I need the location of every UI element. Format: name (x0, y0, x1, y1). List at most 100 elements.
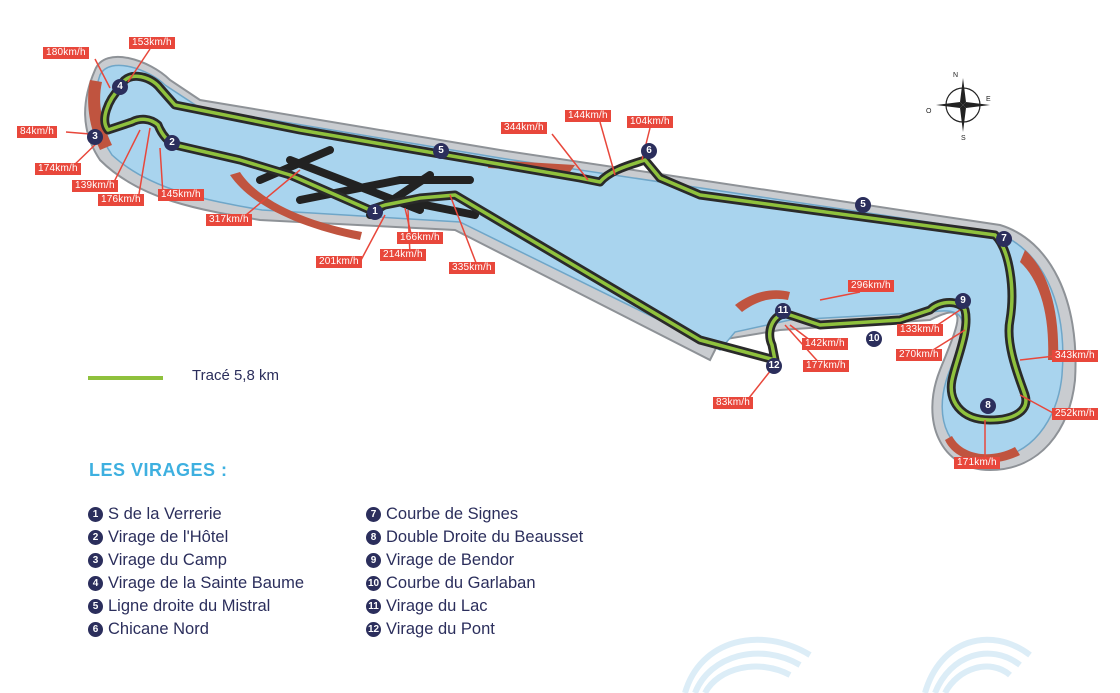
speed-label: 84km/h (17, 126, 57, 138)
runoff-red-zone (945, 436, 1020, 463)
turn-marker: 4 (112, 79, 128, 95)
turn-marker: 5 (855, 197, 871, 213)
turn-name: Virage du Lac (386, 597, 488, 615)
compass-east: E (986, 96, 991, 103)
service-roads (256, 146, 479, 219)
speed-label: 201km/h (316, 256, 362, 268)
decorative-waves (682, 636, 1032, 693)
turn-marker: 8 (980, 398, 996, 414)
turn-marker: 1 (367, 204, 383, 220)
turn-list-item: 9 Virage de Bendor (366, 549, 583, 572)
turn-marker: 12 (766, 358, 782, 374)
turn-marker: 5 (433, 143, 449, 159)
speed-label: 174km/h (35, 163, 81, 175)
turn-list-item: 5 Ligne droite du Mistral (88, 595, 304, 618)
speed-label: 270km/h (896, 349, 942, 361)
speed-label: 252km/h (1052, 408, 1098, 420)
turn-number-badge: 8 (366, 530, 381, 545)
turn-list-item: 10 Courbe du Garlaban (366, 572, 583, 595)
speed-label: 343km/h (1052, 350, 1098, 362)
compass-needle (960, 105, 966, 132)
runoff-red-zone (735, 290, 790, 312)
turn-number-badge: 10 (366, 576, 381, 591)
turn-name: Virage du Camp (108, 551, 227, 569)
compass-rose-icon: N E S O (926, 72, 991, 142)
speed-label: 335km/h (449, 262, 495, 274)
speed-label: 296km/h (848, 280, 894, 292)
speed-leader-line (239, 169, 301, 221)
speed-leader-line (111, 129, 141, 187)
turn-name: Virage de la Sainte Baume (108, 574, 304, 592)
speed-label: 153km/h (129, 37, 175, 49)
speed-leader-line (359, 214, 386, 263)
speed-label: 142km/h (802, 338, 848, 350)
compass-south: S (961, 135, 966, 142)
turn-number-badge: 6 (88, 622, 103, 637)
speed-label: 214km/h (380, 249, 426, 261)
speed-label: 344km/h (501, 122, 547, 134)
turn-list-item: 7 Courbe de Signes (366, 503, 583, 526)
compass-north: N (953, 72, 958, 79)
turn-name: Ligne droite du Mistral (108, 597, 271, 615)
speed-leader-line (65, 131, 91, 135)
turn-name: Courbe de Signes (386, 505, 519, 523)
turn-marker: 6 (641, 143, 657, 159)
speed-leader-line (599, 121, 616, 176)
speed-leader-line (819, 291, 861, 301)
speed-leader-line (94, 58, 111, 89)
track-racing-line (103, 74, 1028, 422)
speed-label: 180km/h (43, 47, 89, 59)
speed-leader-line (137, 127, 151, 201)
turns-heading: LES VIRAGES : (89, 460, 228, 480)
compass-west: O (926, 108, 932, 115)
runoff-red-zone (230, 172, 362, 240)
turn-name: Chicane Nord (108, 620, 209, 638)
speed-label: 166km/h (397, 232, 443, 244)
legend-track-swatch (88, 376, 163, 380)
speed-label: 145km/h (158, 189, 204, 201)
compass-needle (963, 102, 990, 108)
turn-number-badge: 11 (366, 599, 381, 614)
turn-list-item: 2 Virage de l'Hôtel (88, 526, 304, 549)
turn-number-badge: 9 (366, 553, 381, 568)
turn-number-badge: 1 (88, 507, 103, 522)
speed-leader-line (1019, 355, 1056, 361)
speed-label: 317km/h (206, 214, 252, 226)
turn-list-item: 6 Chicane Nord (88, 618, 304, 641)
turn-list-item: 8 Double Droite du Beausset (366, 526, 583, 549)
compass-needle (936, 102, 963, 108)
turn-marker: 11 (775, 303, 791, 319)
turn-number-badge: 5 (88, 599, 103, 614)
turn-number-badge: 7 (366, 507, 381, 522)
legend-label: Tracé 5,8 km (192, 367, 279, 384)
turn-name: Virage de Bendor (386, 551, 515, 569)
turn-name: Double Droite du Beausset (386, 528, 584, 546)
speed-leader-line (159, 147, 164, 196)
turn-marker: 2 (164, 135, 180, 151)
turn-name: S de la Verrerie (108, 505, 222, 523)
speed-leader-line (1019, 394, 1056, 415)
turn-marker: 9 (955, 293, 971, 309)
turn-list-item: 1 S de la Verrerie (88, 503, 304, 526)
turn-list-item: 4 Virage de la Sainte Baume (88, 572, 304, 595)
turn-number-badge: 2 (88, 530, 103, 545)
speed-label: 176km/h (98, 194, 144, 206)
turn-number-badge: 4 (88, 576, 103, 591)
speed-label: 177km/h (803, 360, 849, 372)
turn-list-right: 7 Courbe de Signes 8 Double Droite du Beau… (366, 503, 583, 641)
turn-name: Virage du Pont (386, 620, 495, 638)
turn-marker: 7 (996, 231, 1012, 247)
turn-marker: 10 (866, 331, 882, 347)
turn-name: Courbe du Garlaban (386, 574, 536, 592)
speed-label: 133km/h (897, 324, 943, 336)
runoff-blue-stripes (94, 64, 1064, 459)
turn-name: Virage de l'Hôtel (108, 528, 229, 546)
speed-leader-line (127, 48, 151, 83)
speed-label: 83km/h (713, 397, 753, 409)
turn-number-badge: 3 (88, 553, 103, 568)
turn-list-item: 3 Virage du Camp (88, 549, 304, 572)
turn-list-item: 11 Virage du Lac (366, 595, 583, 618)
